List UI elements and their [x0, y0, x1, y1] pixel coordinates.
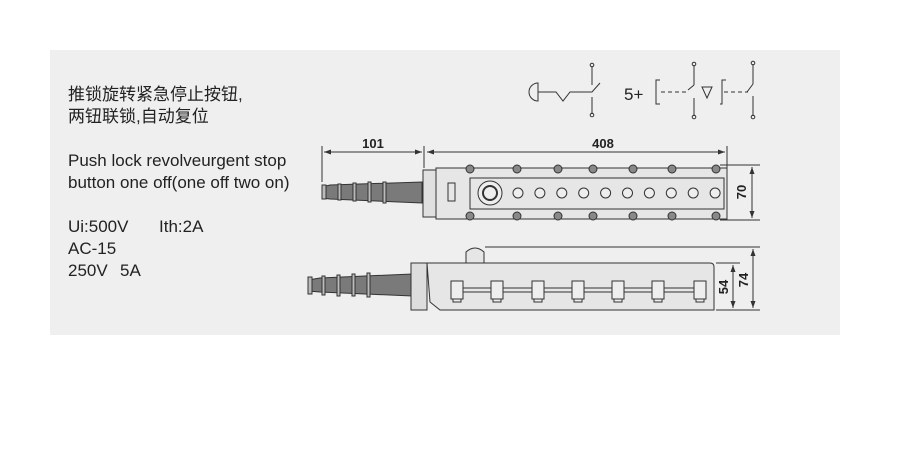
bolt: [667, 164, 677, 174]
contact-block: [611, 280, 625, 300]
spec-ac: AC-15: [68, 239, 117, 258]
side-view: [307, 247, 715, 311]
bolt: [667, 211, 677, 221]
bolt: [553, 164, 563, 174]
contact-foot: [695, 298, 705, 303]
contact-foot: [452, 298, 462, 303]
button-hole: [665, 187, 677, 199]
bolt: [512, 211, 522, 221]
dimension-total-height: 74: [485, 246, 760, 308]
button-hole: [600, 187, 612, 199]
contact-block: [490, 280, 504, 300]
dimension-handle: 101: [321, 136, 425, 182]
title-en-line2: button one off(one off two on): [68, 173, 290, 192]
top-view: [321, 164, 728, 221]
bolt: [553, 211, 563, 221]
spec-voltage: 250V: [68, 261, 108, 280]
contact-block: [571, 280, 585, 300]
button-hole: [709, 187, 721, 199]
title-cn-line1: 推锁旋转紧急停止按钮,: [68, 85, 243, 104]
contact-block: [531, 280, 545, 300]
contact-block: [651, 280, 665, 300]
button-hole: [622, 187, 633, 199]
svg-text:54: 54: [716, 279, 731, 294]
button-hole: [556, 187, 568, 199]
bolt: [628, 211, 638, 221]
bolt: [465, 164, 475, 174]
bolt: [588, 211, 598, 221]
contact-foot: [613, 298, 623, 303]
bolt: [465, 211, 475, 221]
svg-text:408: 408: [592, 136, 614, 151]
bolt: [628, 164, 638, 174]
dimension-length: 408: [427, 136, 728, 168]
button-hole: [687, 187, 699, 199]
contact-count-label: 5+: [624, 85, 643, 104]
svg-text:70: 70: [734, 185, 749, 199]
estop-symbol-icon: [528, 62, 601, 118]
bolt: [711, 164, 721, 174]
button-hole: [512, 187, 524, 199]
spec-ith: Ith:2A: [159, 217, 204, 236]
button-hole: [643, 187, 655, 199]
title-en-line1: Push lock revolveurgent stop: [68, 151, 287, 170]
svg-text:74: 74: [736, 272, 751, 287]
svg-text:101: 101: [362, 136, 384, 151]
contact-foot: [653, 298, 663, 303]
dimension-width: 70: [720, 164, 760, 221]
contact-foot: [533, 298, 543, 303]
button-hole: [578, 187, 590, 199]
contact-block: [693, 280, 707, 300]
title-cn-line2: 两钮联锁,自动复位: [68, 107, 209, 126]
contact-symbol-icon: [655, 60, 756, 120]
bolt: [588, 164, 598, 174]
button-hole: [534, 187, 546, 199]
bolt: [711, 211, 721, 221]
bolt: [512, 164, 522, 174]
dimension-body-height: 54: [716, 262, 760, 311]
contact-block: [450, 280, 464, 300]
spec-ui: Ui:500V: [68, 217, 129, 236]
spec-current: 5A: [120, 261, 141, 280]
contact-foot: [573, 298, 583, 303]
contact-foot: [492, 298, 502, 303]
